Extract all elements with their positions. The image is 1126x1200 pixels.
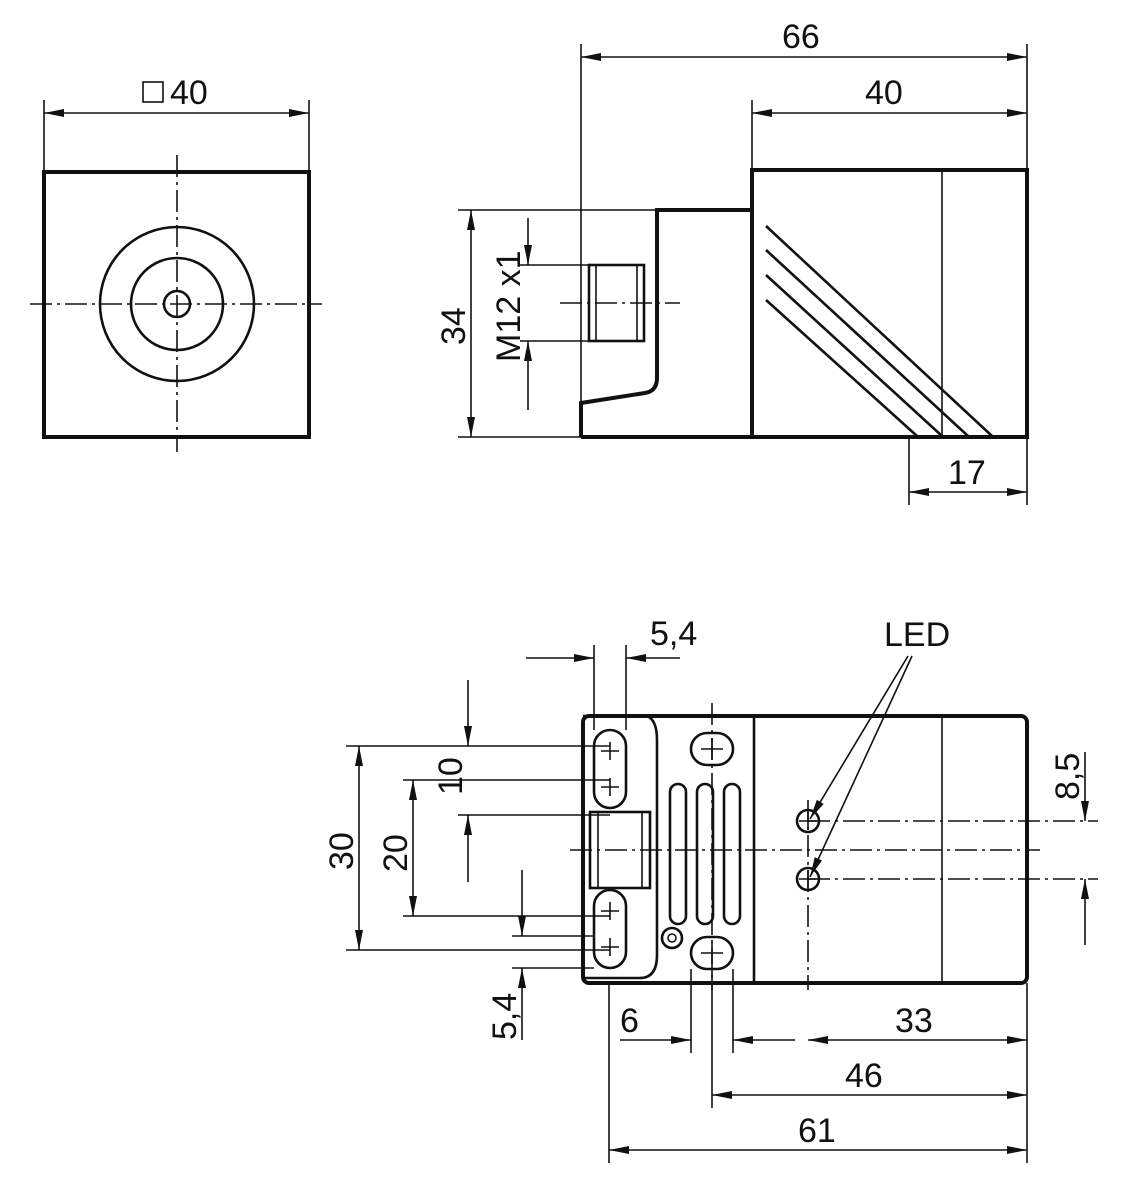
bottom-ground-symbol-icon (660, 926, 684, 950)
bottom-led-leader-2 (809, 655, 913, 878)
side-view: 66 40 34 M12 x1 17 (435, 18, 1029, 505)
bottom-dim-46-label: 46 (845, 1057, 883, 1095)
side-dim-17-label: 17 (948, 454, 986, 492)
bottom-dim-85-label: 8,5 (1049, 753, 1087, 800)
bottom-dim-20-label: 20 (377, 834, 415, 872)
bottom-dim-33-label: 33 (895, 1002, 933, 1040)
side-dim-34-label: 34 (435, 307, 473, 345)
bottom-dim-30-label: 30 (323, 832, 361, 870)
side-dim-40-label: 40 (865, 74, 903, 112)
bottom-rib-1 (668, 782, 688, 926)
bottom-dim-54-label: 5,4 (650, 615, 697, 653)
side-m12-label: M12 x1 (490, 251, 528, 363)
bottom-led-label: LED (884, 616, 950, 654)
bottom-connector-head (583, 714, 659, 980)
side-grooves (765, 225, 993, 437)
side-connector-head (579, 208, 752, 437)
side-groove-4 (765, 299, 918, 437)
bottom-slot-bottom (592, 888, 628, 970)
side-dim-66-label: 66 (782, 18, 820, 56)
bottom-led-leader-1 (809, 655, 909, 820)
square-symbol-icon (142, 81, 164, 103)
bottom-ground-symbol-inner (667, 933, 677, 943)
bottom-dim-10-label: 10 (432, 757, 470, 795)
bottom-view: LED 5,4 30 20 10 5,4 8,5 (323, 615, 1098, 1163)
side-groove-2 (765, 249, 969, 437)
front-width-label: 40 (170, 74, 208, 112)
bottom-dim-54b-label: 5,4 (486, 993, 524, 1040)
bottom-slot-top (592, 728, 628, 810)
side-groove-3 (765, 274, 943, 437)
bottom-dim-61-label: 61 (798, 1112, 836, 1150)
front-view: 40 (30, 74, 322, 452)
bottom-rib-3 (722, 782, 742, 926)
bottom-dim-6-label: 6 (620, 1002, 639, 1040)
side-groove-1 (765, 225, 993, 437)
bottom-rib-2 (695, 782, 715, 926)
